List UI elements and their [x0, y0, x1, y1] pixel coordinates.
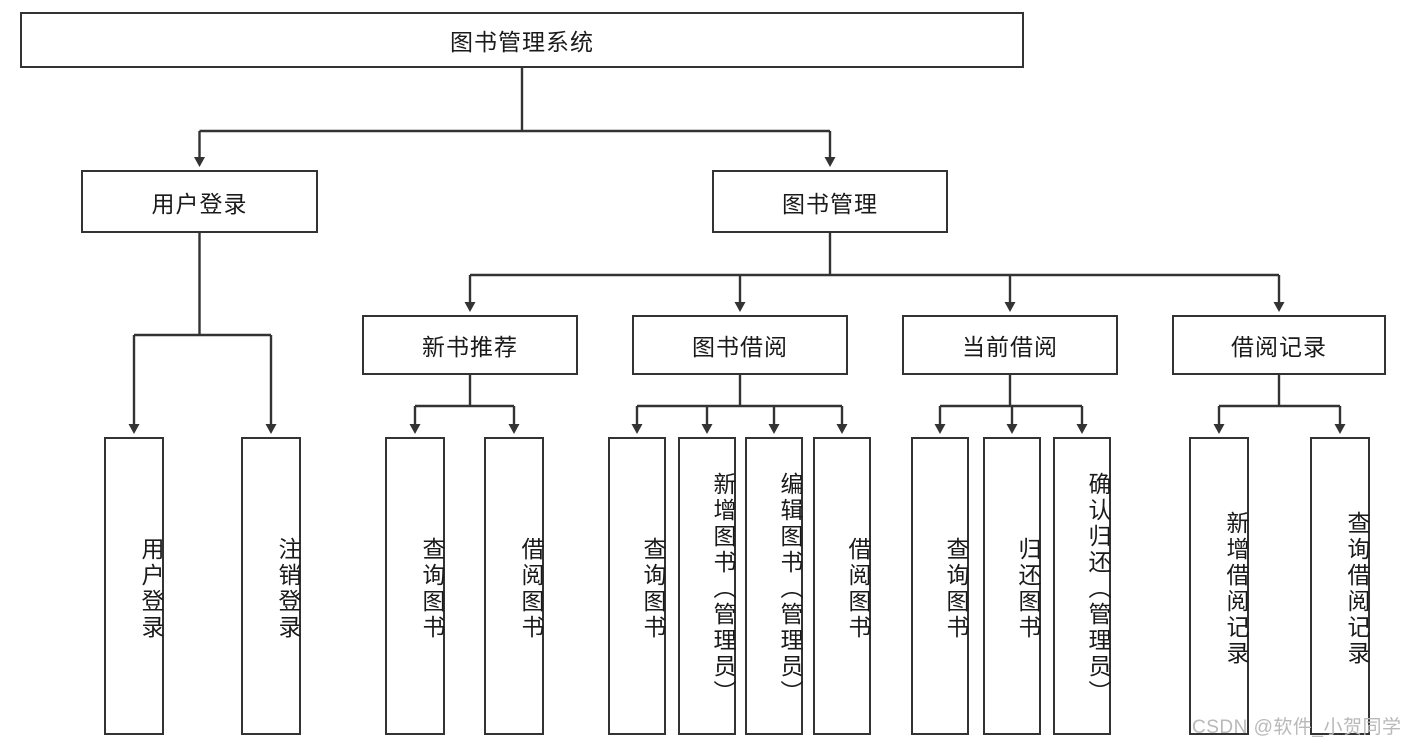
- node-leaf-query-record-label: 查询借阅记录: [1344, 511, 1370, 667]
- node-leaf-user-login[interactable]: 用户登录: [104, 437, 164, 735]
- node-new-book-rec[interactable]: 新书推荐: [362, 315, 578, 375]
- node-root-label: 图书管理系统: [450, 29, 594, 55]
- node-leaf-return-book[interactable]: 归还图书: [983, 437, 1041, 735]
- node-leaf-query-book-rec[interactable]: 查询图书: [385, 437, 445, 735]
- node-leaf-query-book-cur[interactable]: 查询图书: [911, 437, 969, 735]
- node-user-login-label: 用户登录: [151, 190, 248, 217]
- node-leaf-query-book[interactable]: 查询图书: [608, 437, 666, 735]
- node-current-borrow-label: 当前借阅: [962, 334, 1058, 360]
- node-user-login[interactable]: 用户登录: [81, 170, 318, 233]
- node-leaf-query-record[interactable]: 查询借阅记录: [1310, 437, 1370, 735]
- node-leaf-query-book-label: 查询图书: [640, 537, 666, 641]
- node-leaf-edit-book[interactable]: 编辑图书（管理员）: [745, 437, 803, 735]
- node-current-borrow[interactable]: 当前借阅: [902, 315, 1118, 375]
- node-root[interactable]: 图书管理系统: [20, 12, 1024, 68]
- node-leaf-user-login-label: 用户登录: [138, 537, 164, 641]
- node-leaf-confirm-return[interactable]: 确认归还（管理员）: [1053, 437, 1111, 735]
- node-leaf-add-record[interactable]: 新增借阅记录: [1189, 437, 1249, 735]
- node-leaf-query-book-rec-label: 查询图书: [419, 537, 445, 641]
- node-book-borrow-label: 图书借阅: [692, 334, 788, 360]
- node-leaf-return-book-label: 归还图书: [1015, 537, 1041, 641]
- node-borrow-record[interactable]: 借阅记录: [1172, 315, 1386, 375]
- node-leaf-add-record-label: 新增借阅记录: [1223, 511, 1249, 667]
- node-book-manage-label: 图书管理: [782, 190, 878, 217]
- node-leaf-logout-label: 注销登录: [275, 537, 301, 641]
- node-book-borrow[interactable]: 图书借阅: [632, 315, 848, 375]
- node-leaf-confirm-return-label: 确认归还（管理员）: [1085, 472, 1111, 706]
- node-leaf-borrow-book[interactable]: 借阅图书: [813, 437, 871, 735]
- node-leaf-logout[interactable]: 注销登录: [241, 437, 301, 735]
- node-leaf-edit-book-label: 编辑图书（管理员）: [777, 472, 803, 706]
- node-book-manage[interactable]: 图书管理: [712, 170, 948, 233]
- csdn-watermark: CSDN @软件_小贺同学: [1192, 717, 1402, 738]
- node-borrow-record-label: 借阅记录: [1231, 334, 1327, 360]
- node-leaf-borrow-book-rec-label: 借阅图书: [518, 537, 544, 641]
- node-leaf-query-book-cur-label: 查询图书: [943, 537, 969, 641]
- node-leaf-add-book[interactable]: 新增图书（管理员）: [678, 437, 736, 735]
- node-new-book-rec-label: 新书推荐: [422, 334, 518, 360]
- node-leaf-add-book-label: 新增图书（管理员）: [710, 472, 736, 706]
- node-leaf-borrow-book-label: 借阅图书: [845, 537, 871, 641]
- node-leaf-borrow-book-rec[interactable]: 借阅图书: [484, 437, 544, 735]
